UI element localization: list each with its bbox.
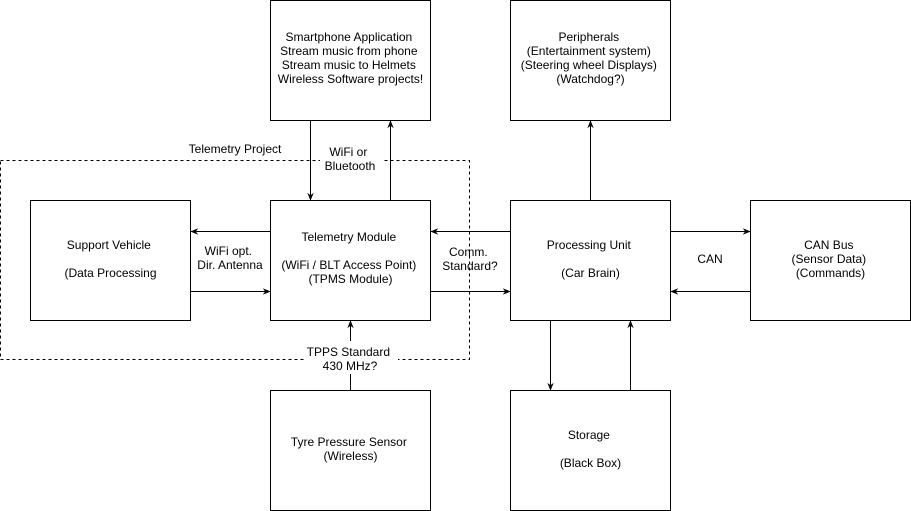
- box-line: (Commands): [796, 266, 865, 280]
- box-line: CAN Bus: [804, 238, 853, 252]
- box-line: (Car Brain): [561, 266, 620, 280]
- box-line: Tyre Pressure Sensor: [291, 435, 407, 449]
- box-label: Support Vehicle (Data Processing: [64, 238, 156, 280]
- box-frame: [270, 0, 431, 121]
- tpps-line: 430 MHz?: [323, 359, 378, 373]
- can-bus-box: CAN Bus (Sensor Data) (Commands): [750, 200, 911, 321]
- box-frame: [750, 200, 911, 321]
- comm-standard-label: Comm. Standard?: [442, 245, 498, 273]
- tpps-backdrop: [304, 341, 398, 374]
- box-line: Smartphone Application: [285, 30, 412, 44]
- box-line: Storage: [568, 428, 610, 442]
- box-frame: [270, 200, 431, 321]
- box-line: (Entertainment system): [527, 44, 651, 58]
- telemetry-module-box: Telemetry Module (WiFi / BLT Access Poin…: [270, 200, 431, 321]
- wifi-bluetooth-line: WiFi or: [329, 145, 367, 159]
- box-line: Stream music to Helmets: [282, 58, 416, 72]
- tpps-line: TPPS Standard: [307, 345, 390, 359]
- can-label: CAN: [697, 252, 722, 266]
- box-line: Support Vehicle: [67, 238, 151, 252]
- box-line: Telemetry Module: [301, 230, 396, 244]
- box-line: (Data Processing: [64, 266, 156, 280]
- comm-standard-line: Comm.: [449, 245, 488, 259]
- box-line: (Black Box): [560, 456, 621, 470]
- box-line: (TPMS Module): [308, 272, 392, 286]
- box-label: Storage (Black Box): [560, 428, 621, 470]
- box-line: Wireless Software projects!: [278, 72, 423, 86]
- group-label: Telemetry Project: [189, 142, 282, 156]
- box-label: CAN Bus (Sensor Data) (Commands): [791, 238, 869, 280]
- group-label-backdrop: [184, 140, 286, 158]
- box-frame: [510, 0, 671, 121]
- wifi-antenna-label: WiFi opt. Dir. Antenna: [197, 244, 263, 272]
- wifi-bluetooth-label: WiFi or Bluetooth: [325, 145, 376, 173]
- wifi-bluetooth-backdrop: [320, 142, 382, 174]
- box-frame: [510, 200, 671, 321]
- storage-box: Storage (Black Box): [510, 390, 671, 511]
- smartphone-application-box: Smartphone Application Stream music from…: [270, 0, 431, 121]
- comm-standard-line: Standard?: [442, 259, 498, 273]
- wifi-antenna-line: WiFi opt.: [205, 244, 252, 258]
- connectors: [190, 120, 751, 391]
- box-line: Processing Unit: [547, 238, 632, 252]
- telemetry-project-group: [0, 160, 470, 360]
- box-label: Telemetry Module (WiFi / BLT Access Poin…: [281, 230, 419, 286]
- peripherals-box: Peripherals (Entertainment system) (Stee…: [510, 0, 671, 121]
- box-line: (Sensor Data): [791, 252, 866, 266]
- tpps-label: TPPS Standard 430 MHz?: [307, 345, 394, 373]
- wifi-bluetooth-line: Bluetooth: [325, 159, 376, 173]
- box-label: Tyre Pressure Sensor (Wireless): [291, 435, 410, 463]
- box-line: (Steering wheel Displays): [521, 58, 657, 72]
- wifi-antenna-line: Dir. Antenna: [197, 258, 263, 272]
- tyre-pressure-sensor-box: Tyre Pressure Sensor (Wireless): [270, 390, 431, 511]
- box-frame: [270, 390, 431, 511]
- box-label: Peripherals (Entertainment system) (Stee…: [521, 30, 660, 86]
- processing-unit-box: Processing Unit (Car Brain): [510, 200, 671, 321]
- box-label: Processing Unit (Car Brain): [547, 238, 634, 280]
- box-label: Smartphone Application Stream music from…: [278, 30, 423, 86]
- support-vehicle-box: Support Vehicle (Data Processing: [30, 200, 191, 321]
- box-line: (Wireless): [324, 449, 378, 463]
- box-line: Peripherals: [558, 30, 619, 44]
- box-line: (WiFi / BLT Access Point): [281, 258, 416, 272]
- can-line: CAN: [697, 252, 722, 266]
- box-frame: [510, 390, 671, 511]
- box-line: Stream music from phone: [280, 44, 418, 58]
- box-frame: [30, 200, 191, 321]
- box-line: (Watchdog?): [556, 72, 624, 86]
